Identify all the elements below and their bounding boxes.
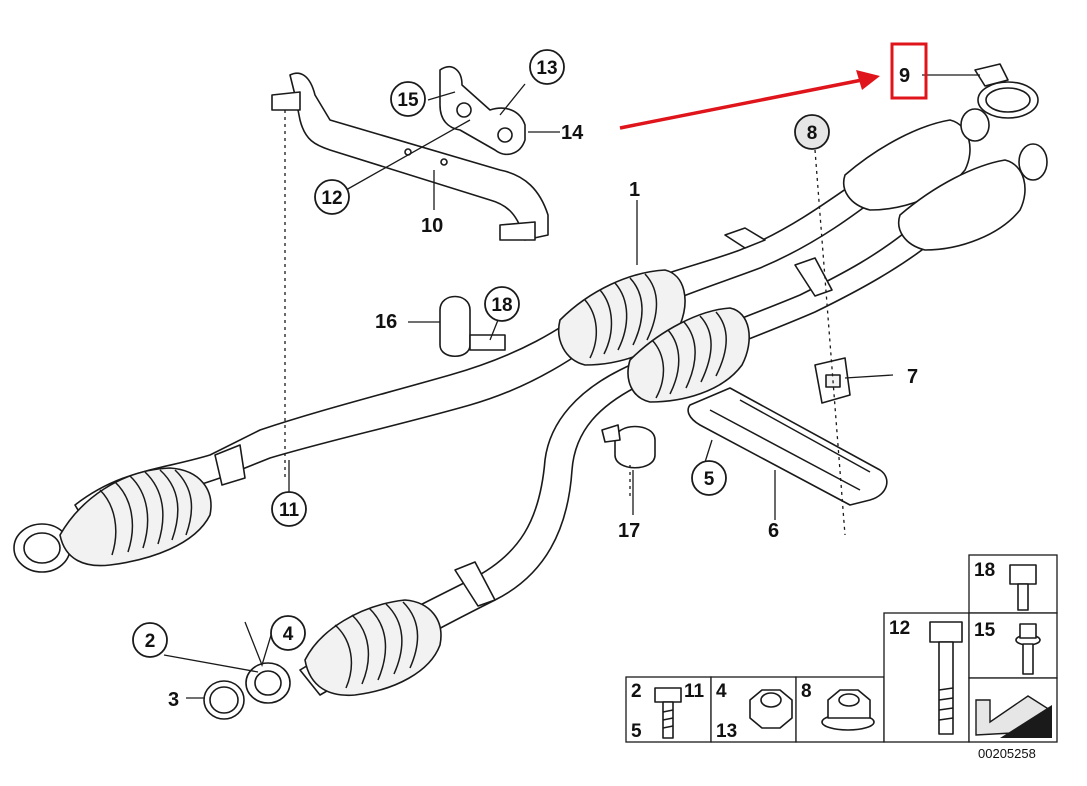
hardware-table: 2 11 5 4 13 8 12 18 [625, 554, 1058, 743]
clamp-9[interactable] [974, 63, 1039, 119]
callout-labels: 1 3 6 7 9 10 14 16 17 2 4 5 8 11 12 13 1… [132, 49, 918, 711]
callout-4: 4 [283, 624, 294, 645]
callout-13: 13 [536, 58, 557, 79]
callout-3: 3 [168, 689, 179, 711]
heat-shield-6[interactable] [687, 387, 888, 506]
callout-5: 5 [704, 469, 715, 490]
diagram-code: 00205258 [978, 746, 1036, 761]
table-label-12: 12 [889, 618, 910, 639]
callout-9: 9 [899, 65, 910, 87]
table-label-11: 11 [684, 681, 705, 702]
red-highlight-box [890, 42, 928, 100]
table-label-2: 2 [631, 681, 642, 702]
bolt-icon [654, 687, 682, 739]
leader-lines [163, 74, 980, 699]
callout-10: 10 [421, 215, 443, 237]
clamp-16[interactable] [439, 295, 506, 358]
table-label-8: 8 [801, 681, 812, 702]
callout-14: 14 [561, 122, 584, 144]
reference-lines [284, 110, 846, 536]
table-label-13: 13 [716, 721, 737, 742]
callout-1: 1 [629, 179, 640, 201]
clamp-17[interactable] [601, 424, 656, 469]
callout-7: 7 [907, 366, 918, 388]
exhaust-assembly[interactable] [13, 108, 1048, 720]
table-label-4: 4 [716, 681, 727, 702]
callout-15: 15 [397, 90, 419, 111]
callout-18: 18 [491, 295, 512, 316]
forward-arrow-icon [975, 695, 1052, 738]
table-label-15: 15 [974, 620, 996, 641]
nut-icon [749, 689, 793, 729]
callout-11: 11 [279, 500, 300, 521]
table-label-5: 5 [631, 721, 642, 742]
callout-16: 16 [375, 311, 397, 333]
callout-8: 8 [807, 123, 818, 144]
red-highlight-arrow [619, 70, 880, 130]
callout-17: 17 [618, 520, 640, 542]
flange-nut-icon [821, 689, 875, 731]
callout-6: 6 [768, 520, 779, 542]
crossmember-bracket-10[interactable] [271, 72, 549, 241]
table-label-18: 18 [974, 560, 995, 581]
long-bolt-icon [929, 621, 963, 735]
callout-12: 12 [321, 188, 342, 209]
callout-2: 2 [145, 631, 156, 652]
mount-bracket-13-14-15[interactable] [439, 66, 526, 156]
table-cell-f [968, 612, 1058, 679]
flange-bolt-icon [1015, 623, 1041, 675]
hex-bolt-icon [1009, 564, 1037, 611]
